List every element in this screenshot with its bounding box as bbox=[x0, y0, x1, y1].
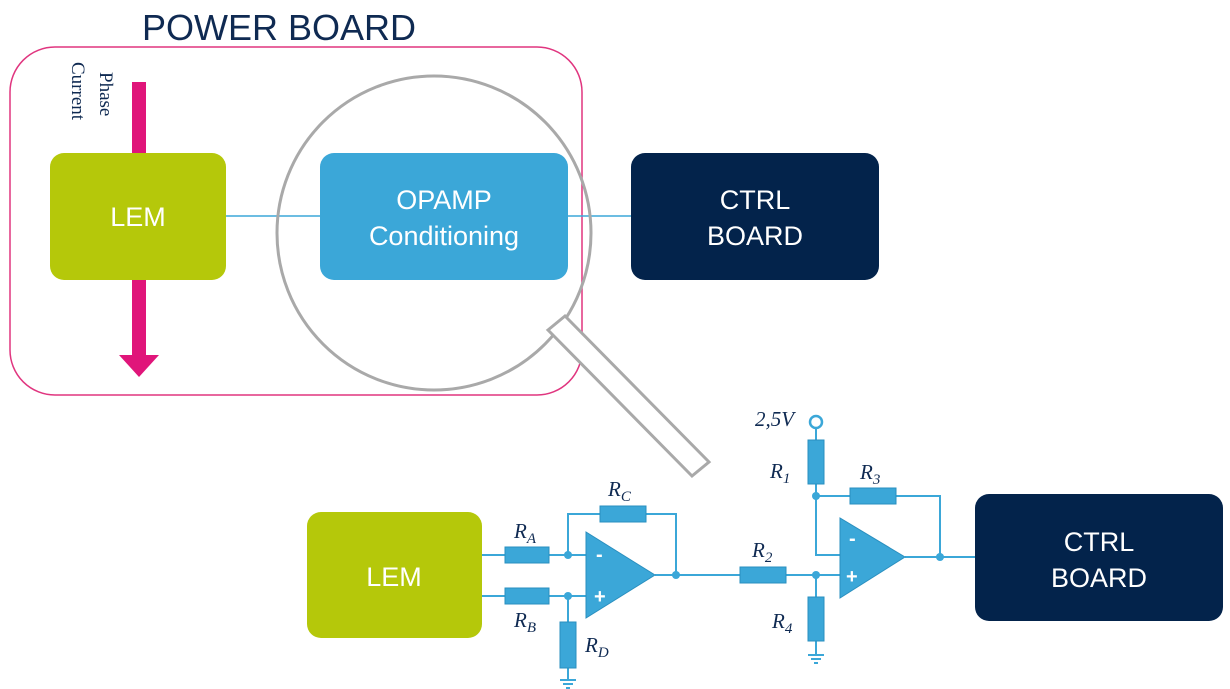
lem-block-bottom: LEM bbox=[307, 512, 482, 638]
resistor-r1 bbox=[807, 439, 825, 485]
resistor-r4 bbox=[807, 596, 825, 642]
label-r1: R1 bbox=[769, 459, 790, 487]
label-r3: R3 bbox=[859, 460, 880, 488]
circuit-wiring bbox=[482, 428, 975, 680]
resistor-r2 bbox=[739, 566, 787, 584]
phase-label-line1: Phase bbox=[95, 72, 116, 116]
ground-symbol-r4 bbox=[808, 654, 824, 664]
resistor-r3 bbox=[849, 487, 897, 505]
opamp-conditioning-block: OPAMP Conditioning bbox=[320, 153, 568, 280]
resistor-rc bbox=[599, 505, 647, 523]
junction-dots bbox=[564, 492, 944, 600]
label-r4: R4 bbox=[771, 609, 793, 637]
label-ra: RA bbox=[513, 519, 537, 547]
opamp1-minus: - bbox=[596, 544, 603, 566]
opamp-stage-2: - + bbox=[839, 517, 906, 599]
power-board-outline bbox=[9, 46, 583, 396]
resistor-rd bbox=[559, 621, 577, 669]
opamp-label-line1: OPAMP bbox=[396, 185, 492, 215]
phase-current-label: Phase Current bbox=[67, 62, 116, 121]
label-rd: RD bbox=[584, 633, 609, 661]
ctrl-top-line2: BOARD bbox=[707, 221, 803, 251]
ctrl-board-block-bottom: CTRL BOARD bbox=[975, 494, 1223, 621]
ctrl-bottom-line2: BOARD bbox=[1051, 563, 1147, 593]
resistor-ra bbox=[504, 546, 550, 564]
lem-bottom-label: LEM bbox=[366, 562, 422, 592]
opamp-stage-1: - + bbox=[585, 531, 656, 619]
ctrl-bottom-line1: CTRL bbox=[1064, 527, 1135, 557]
label-rb: RB bbox=[513, 608, 536, 636]
opamp2-plus: + bbox=[846, 566, 858, 588]
opamp2-minus: - bbox=[849, 528, 856, 550]
ctrl-top-line1: CTRL bbox=[720, 185, 791, 215]
ctrl-board-block-top: CTRL BOARD bbox=[631, 153, 879, 280]
supply-voltage-label: 2,5V bbox=[755, 407, 796, 431]
magnifier-icon bbox=[275, 74, 712, 479]
label-rc: RC bbox=[607, 477, 632, 505]
opamp1-plus: + bbox=[594, 586, 606, 608]
lem-block-top: LEM bbox=[50, 153, 226, 280]
lem-top-label: LEM bbox=[110, 202, 166, 232]
power-board-title: POWER BOARD bbox=[142, 7, 416, 48]
ground-symbol-rd bbox=[560, 679, 576, 689]
label-r2: R2 bbox=[751, 538, 773, 566]
supply-terminal-icon bbox=[808, 414, 824, 430]
resistor-rb bbox=[504, 587, 550, 605]
opamp-label-line2: Conditioning bbox=[369, 221, 519, 251]
phase-label-line2: Current bbox=[67, 62, 88, 121]
